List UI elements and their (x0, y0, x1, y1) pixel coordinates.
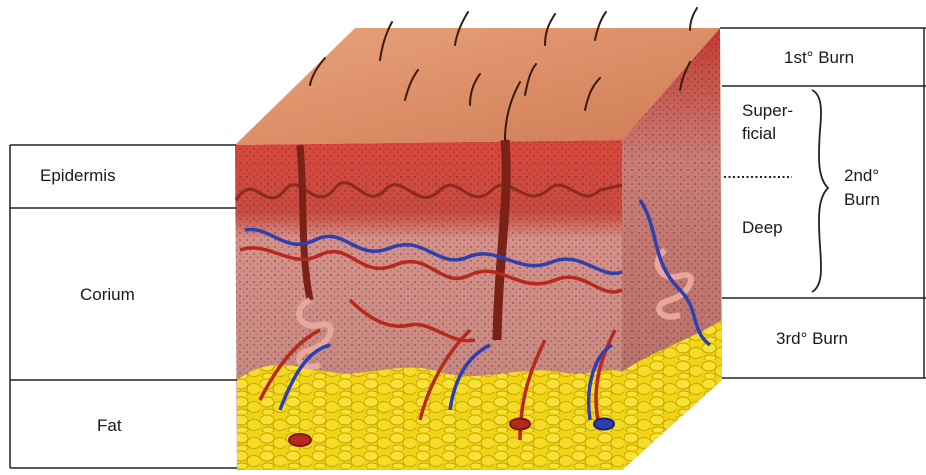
epidermis-label: Epidermis (40, 166, 116, 186)
first-degree-burn-label: 1st° Burn (784, 48, 854, 68)
skin-block-illustration (235, 8, 722, 470)
second-degree-brace (812, 90, 828, 292)
second-degree-label-line1: 2nd° (844, 166, 879, 186)
deep-label: Deep (742, 218, 783, 238)
superficial-label-line1: Super- (742, 101, 793, 121)
right-label-frame (720, 28, 926, 378)
superficial-label-line2: ficial (742, 124, 776, 144)
corium-label: Corium (80, 285, 135, 305)
fat-label: Fat (97, 416, 122, 436)
left-label-frame (10, 145, 237, 468)
second-degree-label-line2: Burn (844, 190, 880, 210)
third-degree-burn-label: 3rd° Burn (776, 329, 848, 349)
